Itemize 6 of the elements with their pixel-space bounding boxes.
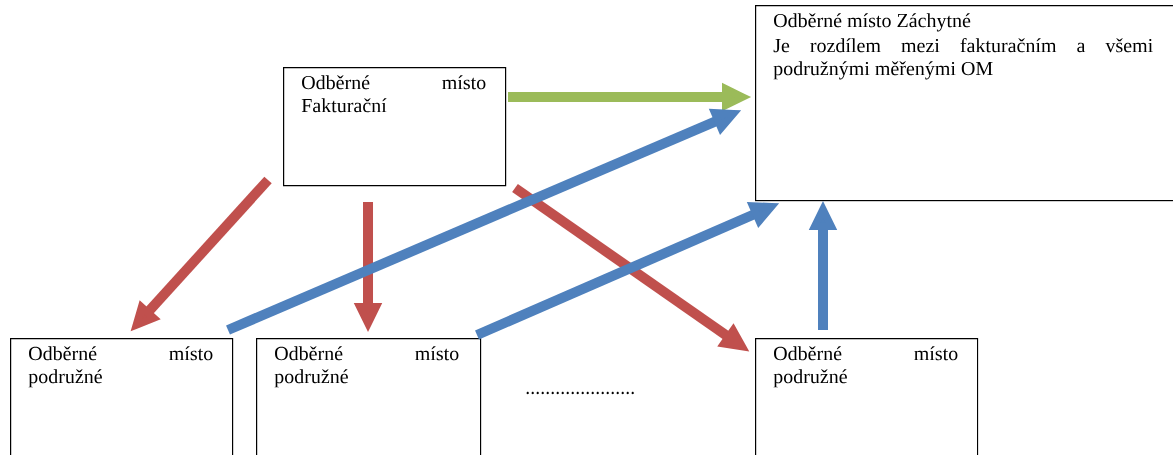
text-box: Odběrné místo podružné	[755, 338, 979, 455]
text-box: Odběrné místo podružné	[10, 338, 234, 455]
text-box: Odběrné místo Záchytné Je rozdílem mezi fakturačním a všemi podružnými měřenými OM	[755, 5, 1173, 202]
text-box: Odběrné místo podružné	[256, 338, 482, 455]
dotted-label: ......................	[526, 391, 634, 395]
text-box: Odběrné místo Fakturační	[283, 67, 507, 187]
